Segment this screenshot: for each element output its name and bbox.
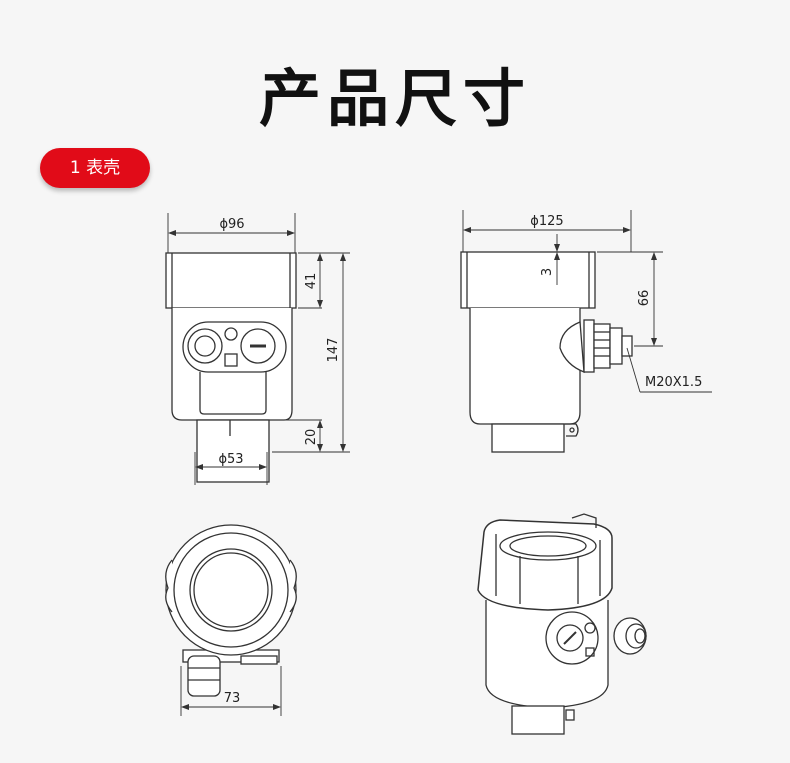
- dim-side-top-width: ϕ125: [530, 214, 563, 229]
- dim-front-neck-width: ϕ53: [218, 452, 243, 467]
- front-view: [165, 213, 350, 485]
- dim-front-total-height: 147: [326, 338, 341, 363]
- dim-front-top-width: ϕ96: [219, 217, 244, 232]
- dim-side-port-height: 66: [637, 290, 652, 307]
- page-title: 产品尺寸: [258, 62, 531, 135]
- section-badge: 1 表壳: [40, 148, 150, 188]
- top-view: [165, 524, 297, 716]
- dim-side-gap: 3: [540, 268, 555, 276]
- dim-front-neck-height: 20: [304, 429, 319, 446]
- dim-top-width: 73: [224, 691, 241, 706]
- isometric-view: [477, 513, 647, 735]
- dim-front-cap-height: 41: [304, 273, 319, 290]
- dim-side-thread: M20X1.5: [645, 375, 702, 390]
- side-view: [460, 210, 712, 453]
